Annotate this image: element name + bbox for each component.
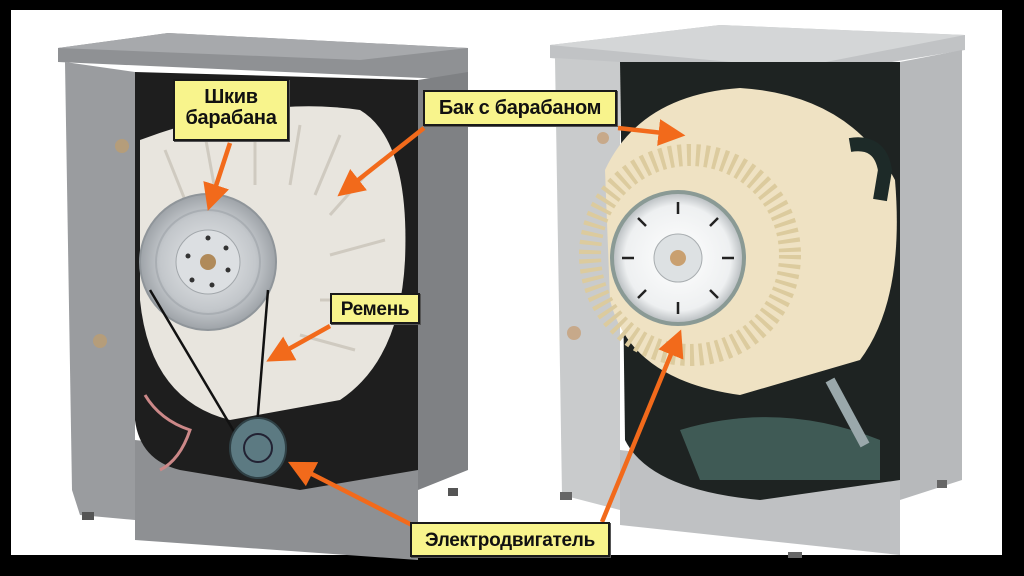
label-drum-pulley: Шкив барабана — [173, 79, 289, 141]
right-washing-machine — [550, 25, 965, 558]
arrow-pulley — [203, 142, 233, 211]
electric-motor — [229, 417, 287, 479]
label-drum-pulley-line2: барабана — [185, 107, 277, 129]
arrow-tank-left — [337, 126, 426, 197]
arrow-motor-left — [287, 461, 414, 528]
callout-arrows — [203, 119, 686, 528]
label-tank-with-drum: Бак с барабаном — [423, 90, 617, 126]
drive-belt — [148, 289, 247, 451]
arrow-motor-right — [599, 329, 684, 523]
arrow-tank-right — [617, 119, 686, 146]
arrow-belt — [266, 324, 332, 362]
label-belt: Ремень — [330, 293, 420, 324]
label-electric-motor: Электродвигатель — [410, 522, 610, 557]
label-drum-pulley-line1: Шкив — [204, 86, 258, 108]
